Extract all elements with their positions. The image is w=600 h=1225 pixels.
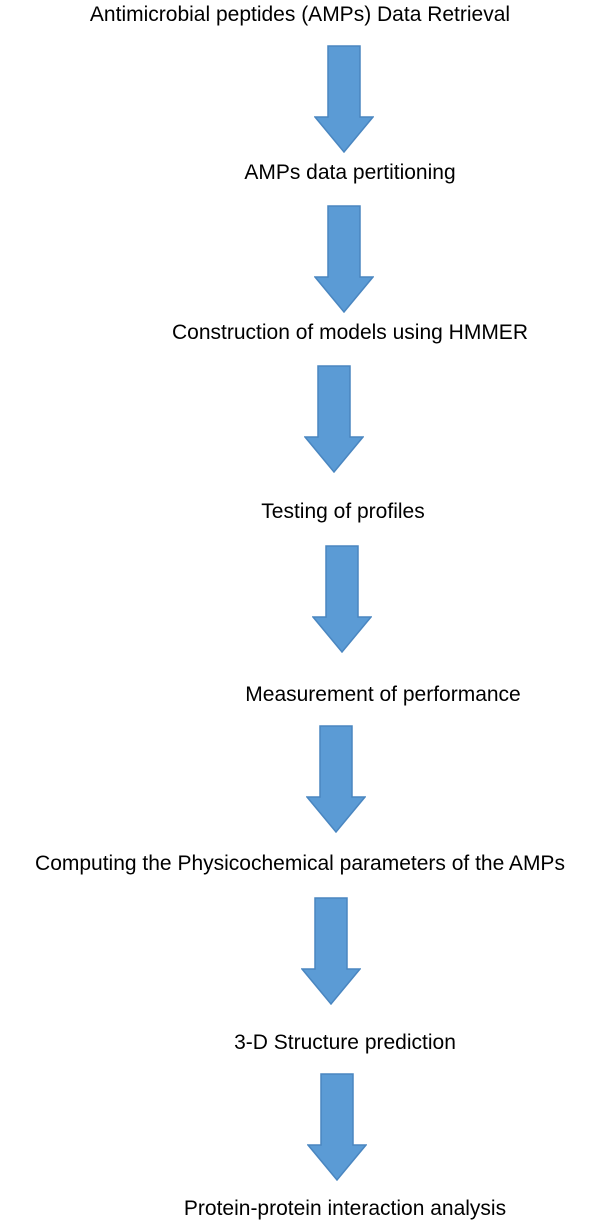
- step-profile-testing: Testing of profiles: [261, 500, 425, 523]
- down-arrow-icon: [301, 897, 361, 1005]
- step-model-construction: Construction of models using HMMER: [172, 321, 528, 344]
- step-performance-measurement: Measurement of performance: [245, 683, 521, 706]
- step-data-partitioning: AMPs data pertitioning: [244, 161, 456, 184]
- step-structure-prediction: 3-D Structure prediction: [234, 1031, 456, 1054]
- down-arrow-icon: [314, 205, 374, 313]
- down-arrow-icon: [306, 725, 366, 833]
- down-arrow-icon: [312, 545, 372, 653]
- down-arrow-icon: [307, 1073, 367, 1181]
- down-arrow-icon: [304, 365, 364, 473]
- step-physicochemical-parameters: Computing the Physicochemical parameters…: [35, 852, 565, 875]
- step-protein-interaction: Protein-protein interaction analysis: [183, 1197, 507, 1220]
- step-data-retrieval: Antimicrobial peptides (AMPs) Data Retri…: [89, 3, 511, 26]
- down-arrow-icon: [314, 45, 374, 153]
